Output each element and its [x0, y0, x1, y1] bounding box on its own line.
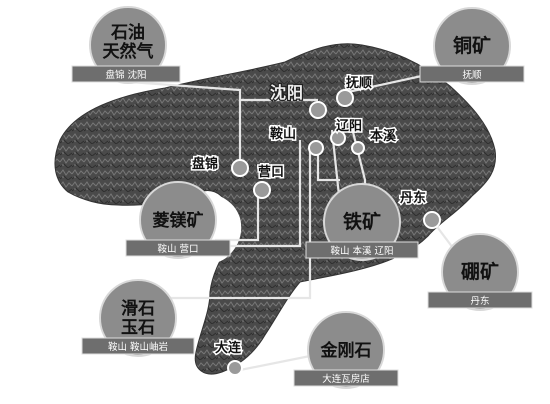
marker-shenyang[interactable]	[309, 101, 327, 119]
marker-dandong[interactable]	[423, 211, 441, 229]
badge-locations: 鞍山 鞍山岫岩	[108, 341, 168, 353]
badge-title-line1: 铁矿	[343, 210, 381, 233]
mineral-badge-oil-gas[interactable]: 石油 天然气 盘锦 沈阳	[71, 6, 181, 84]
marker-anshan[interactable]	[308, 140, 324, 156]
connector-magnesite-anshan	[215, 140, 302, 248]
mineral-badge-copper[interactable]: 铜矿 抚顺	[419, 7, 525, 85]
badge-locations: 大连瓦房店	[322, 373, 370, 385]
connector-diamond	[239, 353, 316, 372]
city-label-yingkou: 营口	[258, 164, 284, 180]
city-label-shenyang: 沈阳	[270, 83, 304, 102]
badge-location-bar	[71, 65, 181, 83]
city-label-dalian: 大连	[215, 340, 242, 356]
badge-title-line1: 石油	[110, 22, 145, 43]
badge-circle	[441, 233, 519, 311]
mineral-badge-iron[interactable]: 铁矿 鞍山 本溪 辽阳	[305, 183, 419, 261]
city-label-panjin: 盘锦	[192, 156, 218, 172]
badge-circle	[99, 279, 177, 357]
marker-panjin[interactable]	[231, 159, 249, 177]
mineral-badge-diamond[interactable]: 金刚石 大连瓦房店	[293, 311, 399, 389]
city-markers	[227, 89, 441, 376]
badge-locations: 抚顺	[462, 69, 482, 81]
city-label-liaoyang: 辽阳	[336, 119, 362, 134]
badge-title-line1: 滑石	[121, 299, 155, 319]
badge-locations: 鞍山 本溪 辽阳	[330, 245, 393, 257]
badge-location-bar	[81, 337, 195, 355]
badge-circle	[433, 7, 511, 85]
badge-title-line2: 玉石	[121, 318, 155, 338]
marker-liaoyang[interactable]	[330, 130, 346, 146]
city-label-anshan: 鞍山	[270, 126, 296, 142]
marker-dalian[interactable]	[227, 360, 243, 376]
badge-circle	[307, 311, 385, 389]
badge-location-bar	[305, 241, 419, 259]
badge-location-bar	[125, 239, 231, 257]
badge-circle	[139, 181, 217, 259]
connector-talc	[160, 150, 312, 300]
marker-yingkou[interactable]	[253, 181, 271, 199]
badge-title-line1: 硼矿	[461, 260, 499, 283]
marker-fushun[interactable]	[336, 89, 354, 107]
city-label-benxi: 本溪	[370, 128, 397, 144]
badge-locations: 盘锦 沈阳	[105, 69, 146, 81]
connector-iron-anshan	[316, 150, 340, 182]
mineral-badge-magnesite[interactable]: 菱镁矿 鞍山 营口	[125, 181, 231, 259]
badge-circle	[89, 6, 167, 84]
badge-location-bar	[293, 369, 399, 387]
city-label-fushun: 抚顺	[346, 75, 372, 91]
city-labels: 沈阳 抚顺 辽阳 鞍山 本溪 盘锦 营口 丹东 大连	[191, 74, 428, 358]
badge-title-line1: 金刚石	[320, 340, 372, 361]
badge-locations: 鞍山 营口	[157, 243, 198, 255]
badge-title-line1: 菱镁矿	[153, 210, 204, 231]
marker-benxi[interactable]	[351, 141, 365, 155]
mineral-badge-boron[interactable]: 硼矿 丹东	[427, 233, 533, 311]
badge-title-line2: 天然气	[103, 41, 154, 62]
badge-circle	[323, 183, 401, 261]
connector-oil-gas	[129, 80, 242, 160]
badge-title-line1: 铜矿	[453, 34, 491, 57]
badge-location-bar	[427, 291, 533, 309]
city-label-dandong: 丹东	[400, 190, 426, 206]
badge-locations: 丹东	[470, 295, 489, 307]
badge-location-bar	[419, 65, 525, 83]
mineral-badge-talc[interactable]: 滑石 玉石 鞍山 鞍山岫岩	[81, 279, 195, 357]
